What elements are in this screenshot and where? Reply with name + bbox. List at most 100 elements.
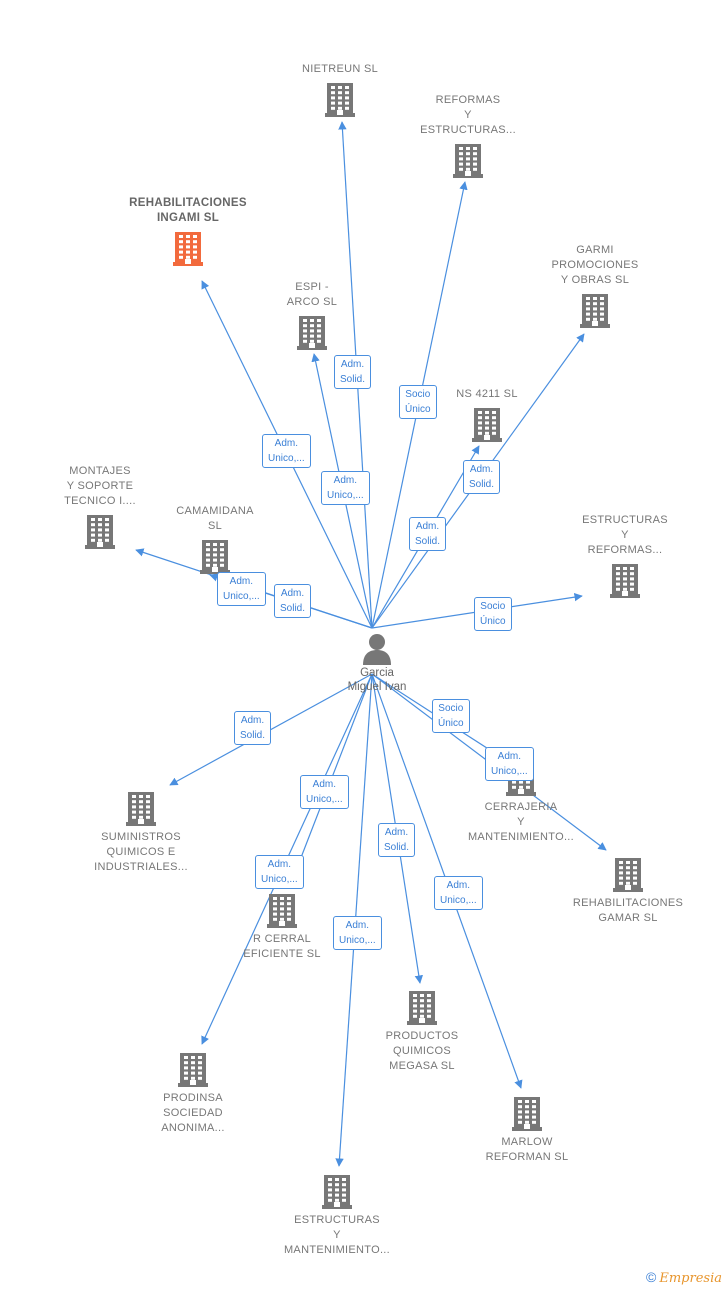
relation-badge-line: Solid. (469, 479, 495, 490)
relation-badge-camamidana[interactable]: Adm.Solid. (274, 584, 312, 618)
company-name-line: Y SOPORTE (66, 480, 134, 492)
building-icon (126, 790, 156, 826)
company-name-line: QUIMICOS E (106, 846, 176, 858)
company-name-line: Y (333, 1229, 341, 1241)
footer-brand: ©Empresia (646, 1269, 722, 1286)
building-icon (610, 562, 640, 598)
relation-badge-line: Adm. (345, 920, 370, 931)
company-name-line: ESTRUCTURAS (582, 514, 668, 526)
relation-badge-r-cerral[interactable]: Adm.Unico,... (255, 855, 304, 889)
company-name-line: INGAMI SL (156, 212, 220, 224)
company-name-line: Y OBRAS SL (560, 274, 630, 286)
company-name-line: MEGASA SL (389, 1060, 455, 1072)
company-node-espi-arco[interactable]: ESPI - ARCO SL (232, 280, 392, 350)
relation-badge-suministros[interactable]: Adm.Solid. (234, 711, 272, 745)
company-name-line: ANONIMA... (161, 1122, 225, 1134)
company-name-line: R CERRAL (252, 933, 312, 945)
person-name-line1: Garcia (360, 667, 394, 679)
relation-badge-rehabilitaciones-ingami[interactable]: Adm.Unico,... (262, 434, 311, 468)
company-name-line: MANTENIMIENTO... (467, 831, 575, 843)
person-name-line2: Miguel Ivan (347, 681, 407, 693)
relation-badge-line: Adm. (267, 859, 292, 870)
person-icon (363, 634, 391, 665)
building-icon (178, 1051, 208, 1087)
relation-badge-productos-quimicos[interactable]: Adm. Solid. (378, 823, 416, 857)
company-name-line: GARMI (576, 244, 614, 256)
company-name-line: QUIMICOS (392, 1045, 451, 1057)
company-node-rehabilitaciones-gamar[interactable]: REHABILITACIONES GAMAR SL (548, 856, 708, 926)
company-node-montajes[interactable]: MONTAJES Y SOPORTE TECNICO I.... (20, 464, 180, 549)
relation-badge-line: Adm. (340, 359, 365, 370)
company-node-estructuras-reformas[interactable]: ESTRUCTURAS Y REFORMAS... (545, 513, 705, 598)
company-name-line: CAMAMIDANA (176, 505, 254, 517)
building-icon (613, 856, 643, 892)
company-node-garmi[interactable]: GARMI PROMOCIONES Y OBRAS SL (515, 243, 675, 328)
building-icon (85, 513, 115, 549)
company-name-line: EFICIENTE SL (243, 948, 321, 960)
company-name-line: REHABILITACIONES (572, 897, 684, 909)
relation-badge-line: Adm. (446, 880, 471, 891)
relation-badge-line: Adm. (274, 438, 299, 449)
company-name-line: NIETREUN SL (301, 63, 379, 75)
relation-badge-line: Unico,... (491, 766, 528, 777)
company-name-line: Y (621, 529, 629, 541)
relation-badge-line: Único (480, 616, 506, 627)
company-name-line: ESTRUCTURAS (294, 1214, 380, 1226)
relation-badge-garmi[interactable]: Adm.Solid. (463, 460, 501, 494)
person-node[interactable]: Garcia Miguel Ivan (317, 632, 437, 694)
company-name-line: CERRAJERIA (484, 801, 558, 813)
company-name-line: MONTAJES (69, 465, 131, 477)
relation-badge-estructuras-mantenimiento[interactable]: Adm. Unico,... (333, 916, 382, 950)
relation-badge-marlow[interactable]: Adm.Unico,... (434, 876, 483, 910)
company-name-line: PRODINSA (163, 1092, 223, 1104)
relation-badge-line: Adm. (384, 827, 409, 838)
relation-badge-line: Unico,... (339, 935, 376, 946)
relation-badge-line: Adm. (229, 576, 254, 587)
relation-badge-nietreun[interactable]: Adm. Solid. (334, 355, 372, 389)
relation-badge-rehabilitaciones-gamar[interactable]: Adm.Unico,... (485, 747, 534, 781)
company-name-line: PRODUCTOS (385, 1030, 459, 1042)
building-icon (472, 406, 502, 442)
company-node-prodinsa[interactable]: PRODINSA SOCIEDAD ANONIMA... (113, 1051, 273, 1136)
company-name-line: Y (464, 109, 472, 121)
relation-badge-line: Solid. (415, 536, 441, 547)
relation-badge-line: Solid. (384, 842, 410, 853)
company-name-line: TECNICO I.... (64, 495, 136, 507)
relation-badge-montajes[interactable]: Adm.Unico,... (217, 572, 266, 606)
company-name-line: ESPI - (295, 281, 329, 293)
building-icon (453, 142, 483, 178)
relation-badge-prodinsa[interactable]: Adm. Unico,... (300, 775, 349, 809)
relation-badge-line: Unico,... (306, 794, 343, 805)
relation-badge-espi-arco[interactable]: Adm.Unico,... (321, 471, 370, 505)
company-node-r-cerral[interactable]: R CERRAL EFICIENTE SL (202, 892, 362, 962)
relation-badge-line: Solid. (340, 374, 366, 385)
company-node-camamidana[interactable]: CAMAMIDANA SL (135, 504, 295, 574)
company-node-nietreun[interactable]: NIETREUN SL (260, 62, 420, 117)
company-name-line: GAMAR SL (598, 912, 658, 924)
company-name-line: ARCO SL (286, 296, 338, 308)
company-name-line: SUMINISTROS (101, 831, 181, 843)
relation-badge-line: Adm. (312, 779, 337, 790)
relation-badge-line: Adm. (415, 521, 440, 532)
company-name-line: ESTRUCTURAS... (420, 124, 516, 136)
company-node-reformas-estructuras[interactable]: REFORMAS Y ESTRUCTURAS... (388, 93, 548, 178)
company-name-line: REFORMAN SL (485, 1151, 569, 1163)
company-name-line: SOCIEDAD (163, 1107, 223, 1119)
company-name-line: PROMOCIONES (551, 259, 639, 271)
company-node-ns4211[interactable]: NS 4211 SL (407, 387, 567, 442)
relation-badge-line: Solid. (280, 603, 306, 614)
company-name-line: SL (207, 520, 223, 532)
company-name-line: Y (517, 816, 525, 828)
company-node-productos-quimicos[interactable]: PRODUCTOS QUIMICOS MEGASA SL (342, 989, 502, 1074)
relation-badge-line: Socio (438, 703, 464, 714)
relation-badge-ns4211[interactable]: Adm. Solid. (409, 517, 447, 551)
company-name-line: REFORMAS (435, 94, 501, 106)
company-name-line: REFORMAS... (587, 544, 663, 556)
